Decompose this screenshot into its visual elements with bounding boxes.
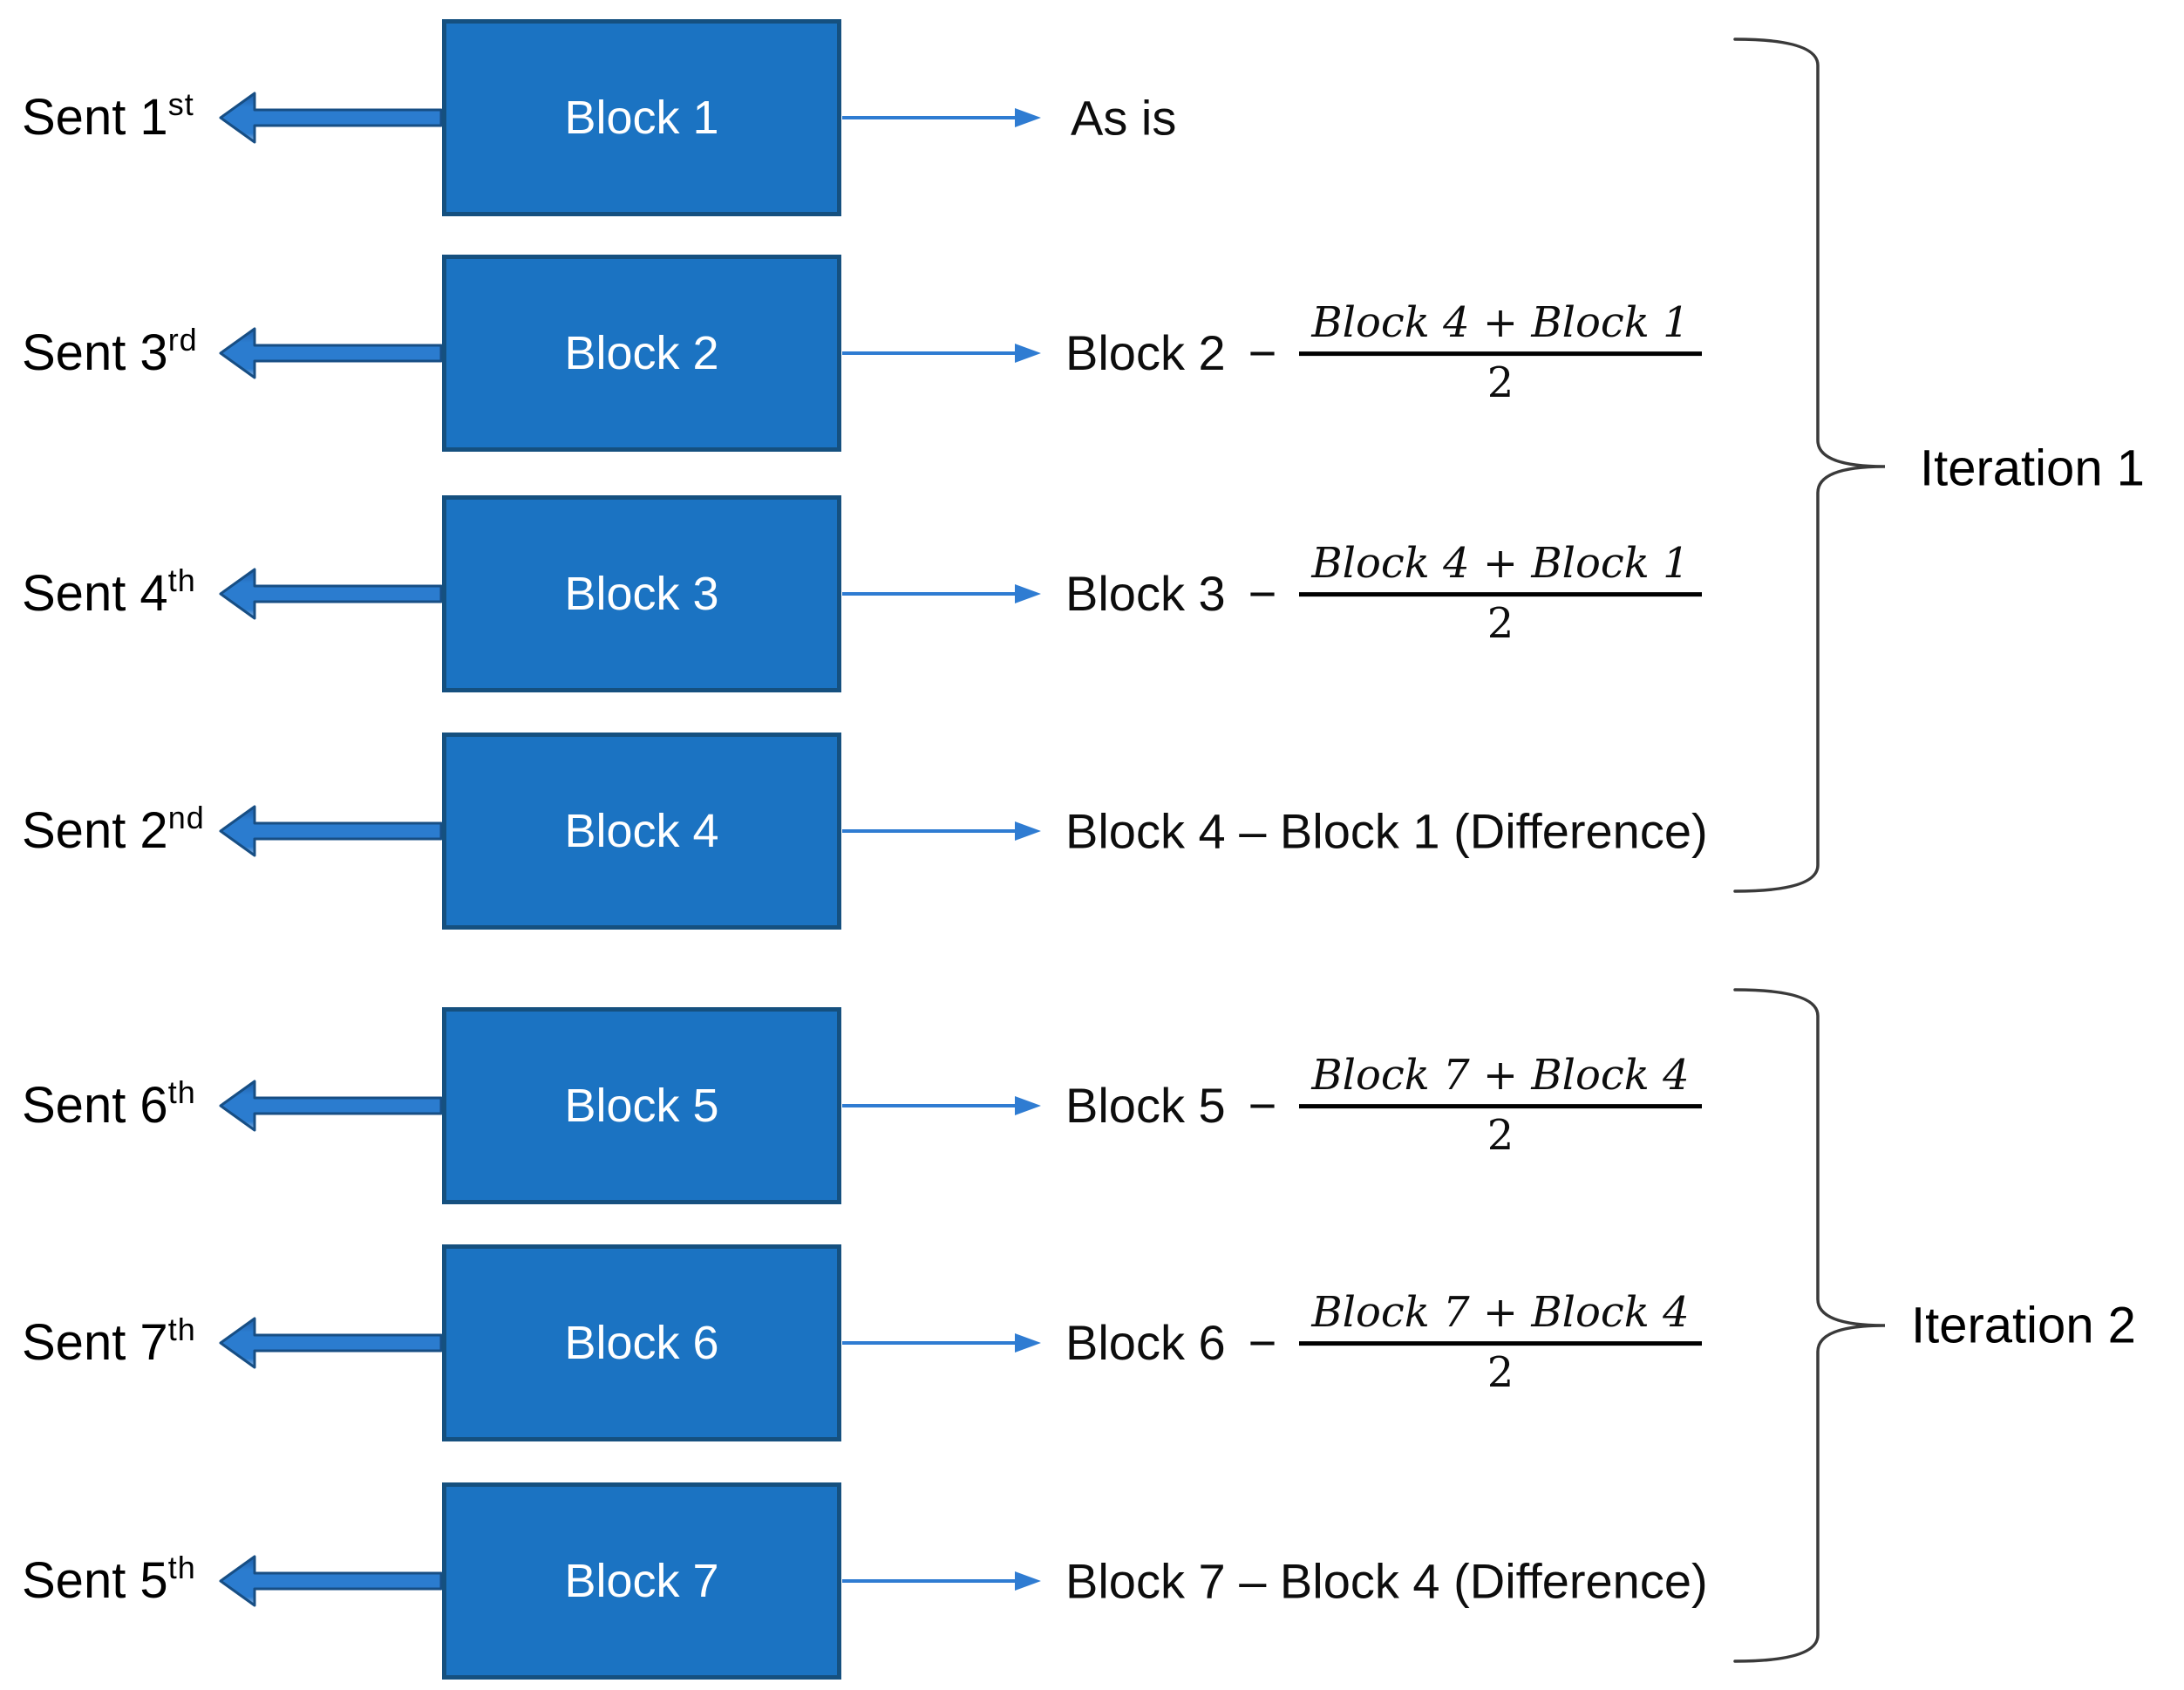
send-left-arrow-icon [219, 805, 443, 857]
sent-order-text: Sent 1 [22, 89, 168, 146]
sent-order-text: Sent 5 [22, 1552, 168, 1609]
output-right-arrow-icon [842, 1333, 1041, 1353]
sent-order-label: Sent 7th [22, 1314, 196, 1368]
formula-fraction: Block 7 + Block 4 2 [1299, 1291, 1702, 1398]
iteration-1-label: Iteration 1 [1920, 440, 2145, 497]
output-text: Block 4 – Block 1 (Difference) [1065, 803, 1708, 859]
block-7-label: Block 7 [564, 1555, 719, 1607]
fraction-numerator: Block 4 + Block 1 [1299, 301, 1702, 357]
block-6: Block 6 [442, 1244, 841, 1441]
formula-minuend: Block 6 [1065, 1315, 1226, 1371]
sent-order-text: Sent 3 [22, 324, 168, 381]
sent-order-text: Sent 2 [22, 802, 168, 859]
formula-minuend: Block 3 [1065, 566, 1226, 622]
block-5: Block 5 [442, 1007, 841, 1204]
formula-minuend: Block 2 [1065, 325, 1226, 381]
sent-order-ordinal: th [167, 1074, 196, 1110]
send-left-arrow-icon [219, 1080, 443, 1132]
output-right-arrow-icon [842, 1096, 1041, 1115]
fraction-numerator: Block 4 + Block 1 [1299, 542, 1702, 597]
block-3: Block 3 [442, 495, 841, 692]
sent-order-ordinal: th [167, 1312, 196, 1347]
block-2-label: Block 2 [564, 327, 719, 379]
block-3-label: Block 3 [564, 568, 719, 620]
sent-order-ordinal: rd [167, 322, 198, 358]
block-4-label: Block 4 [564, 805, 719, 857]
iteration-2-label: Iteration 2 [1911, 1297, 2136, 1354]
sent-order-text: Sent 6 [22, 1077, 168, 1134]
formula-fraction: Block 4 + Block 1 2 [1299, 542, 1702, 649]
output-right-arrow-icon [842, 584, 1041, 603]
block-1: Block 1 [442, 19, 841, 216]
sent-order-label: Sent 2nd [22, 802, 205, 856]
send-left-arrow-icon [219, 327, 443, 379]
output-formula-7: Block 7 – Block 4 (Difference) [1065, 1553, 1708, 1610]
send-left-arrow-icon [219, 92, 443, 144]
iteration-2-brace-icon [1733, 988, 1886, 1663]
output-right-arrow-icon [842, 344, 1041, 363]
block-1-label: Block 1 [564, 92, 719, 144]
formula-minuend: Block 5 [1065, 1078, 1226, 1134]
formula-fraction: Block 7 + Block 4 2 [1299, 1053, 1702, 1161]
sent-order-label: Sent 1st [22, 89, 194, 146]
sent-order-text: Sent 4 [22, 565, 168, 622]
fraction-denominator: 2 [1487, 1348, 1514, 1398]
sent-order-ordinal: st [167, 86, 194, 122]
formula-minus: − [1248, 1078, 1277, 1134]
output-formula-6: Block 6 − Block 7 + Block 4 2 [1065, 1291, 1702, 1395]
block-5-label: Block 5 [564, 1080, 719, 1132]
sent-order-ordinal: th [167, 1550, 196, 1585]
fraction-numerator: Block 7 + Block 4 [1299, 1291, 1702, 1346]
send-left-arrow-icon [219, 1555, 443, 1607]
formula-fraction: Block 4 + Block 1 2 [1299, 301, 1702, 408]
output-formula-3: Block 3 − Block 4 + Block 1 2 [1065, 542, 1702, 646]
output-text: Block 7 – Block 4 (Difference) [1065, 1553, 1708, 1609]
fraction-denominator: 2 [1487, 599, 1514, 649]
formula-minus: − [1248, 566, 1277, 622]
fraction-denominator: 2 [1487, 358, 1514, 408]
send-left-arrow-icon [219, 1317, 443, 1369]
sent-order-label: Sent 6th [22, 1077, 196, 1134]
sent-order-ordinal: th [167, 562, 196, 598]
fraction-denominator: 2 [1487, 1111, 1514, 1161]
output-right-arrow-icon [842, 821, 1041, 841]
output-right-arrow-icon [842, 108, 1041, 127]
send-left-arrow-icon [219, 568, 443, 620]
sent-order-label: Sent 3rd [22, 324, 198, 378]
fraction-numerator: Block 7 + Block 4 [1299, 1053, 1702, 1109]
block-2: Block 2 [442, 255, 841, 452]
output-formula-5: Block 5 − Block 7 + Block 4 2 [1065, 1053, 1702, 1158]
block-4: Block 4 [442, 733, 841, 930]
sent-order-label: Sent 5th [22, 1552, 196, 1606]
block-7: Block 7 [442, 1482, 841, 1680]
sent-order-text: Sent 7 [22, 1314, 168, 1371]
output-formula-2: Block 2 − Block 4 + Block 1 2 [1065, 301, 1702, 405]
output-formula-1: As is [1071, 90, 1176, 147]
output-text: As is [1071, 90, 1177, 146]
sent-order-label: Sent 4th [22, 565, 196, 619]
sent-order-ordinal: nd [167, 800, 205, 835]
iteration-1-brace-icon [1733, 37, 1886, 893]
block-6-label: Block 6 [564, 1317, 719, 1369]
output-right-arrow-icon [842, 1571, 1041, 1591]
output-formula-4: Block 4 – Block 1 (Difference) [1065, 803, 1708, 860]
formula-minus: − [1248, 1315, 1277, 1371]
formula-minus: − [1248, 325, 1277, 381]
